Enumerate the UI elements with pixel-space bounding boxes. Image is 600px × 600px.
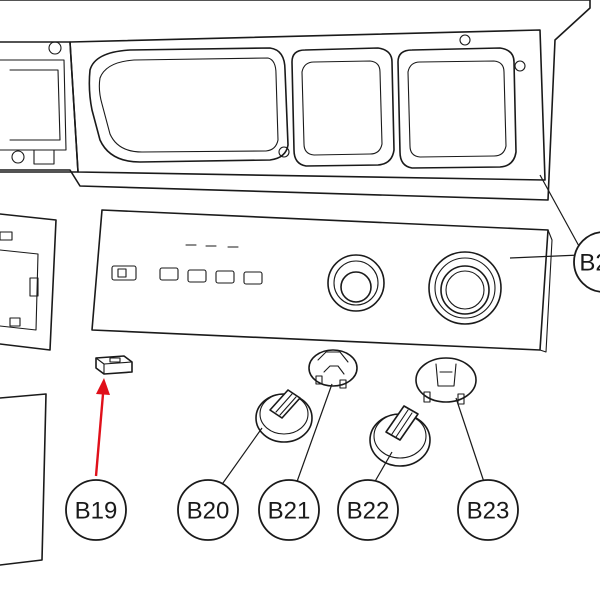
part-b20-knob	[255, 389, 313, 443]
detergent-drawer-housing	[0, 0, 591, 201]
callout-b19: B19	[65, 479, 127, 541]
callout-b22: B22	[337, 479, 399, 541]
callout-b24-partial-label: B2	[579, 250, 600, 277]
callout-b20-label: B20	[187, 498, 230, 525]
callout-b19-label: B19	[75, 498, 118, 525]
callout-b21-label: B21	[268, 498, 311, 525]
part-b21-clip	[308, 349, 358, 389]
callout-b23: B23	[457, 479, 519, 541]
callout-b20: B20	[177, 479, 239, 541]
control-panel	[91, 209, 553, 353]
left-side-panel-partial	[0, 213, 57, 566]
part-b23-clip	[415, 357, 477, 405]
callout-b21: B21	[258, 479, 320, 541]
highlight-arrow	[94, 378, 110, 477]
callout-b22-label: B22	[347, 498, 390, 525]
part-b22-knob	[369, 405, 431, 467]
callout-b24-partial: B2	[573, 231, 600, 293]
callout-b23-label: B23	[467, 498, 510, 525]
part-b19-switch	[95, 355, 133, 375]
